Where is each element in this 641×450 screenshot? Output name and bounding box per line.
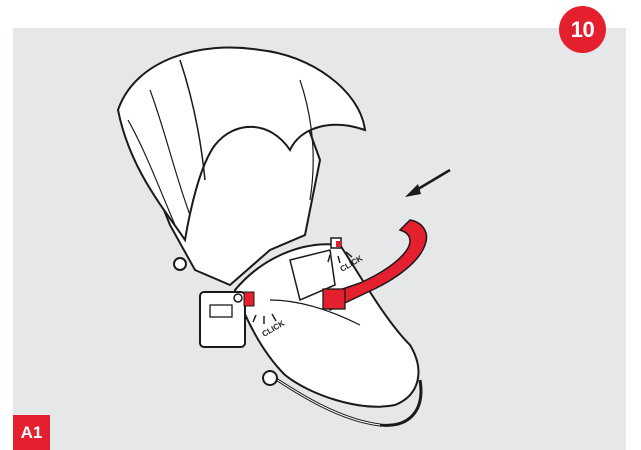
hub-left: [263, 371, 277, 385]
step-number-badge: 10: [559, 6, 606, 53]
arrow-icon: [405, 170, 450, 197]
bumper-clip-left: [244, 292, 254, 306]
model-tag: A1: [13, 415, 50, 450]
